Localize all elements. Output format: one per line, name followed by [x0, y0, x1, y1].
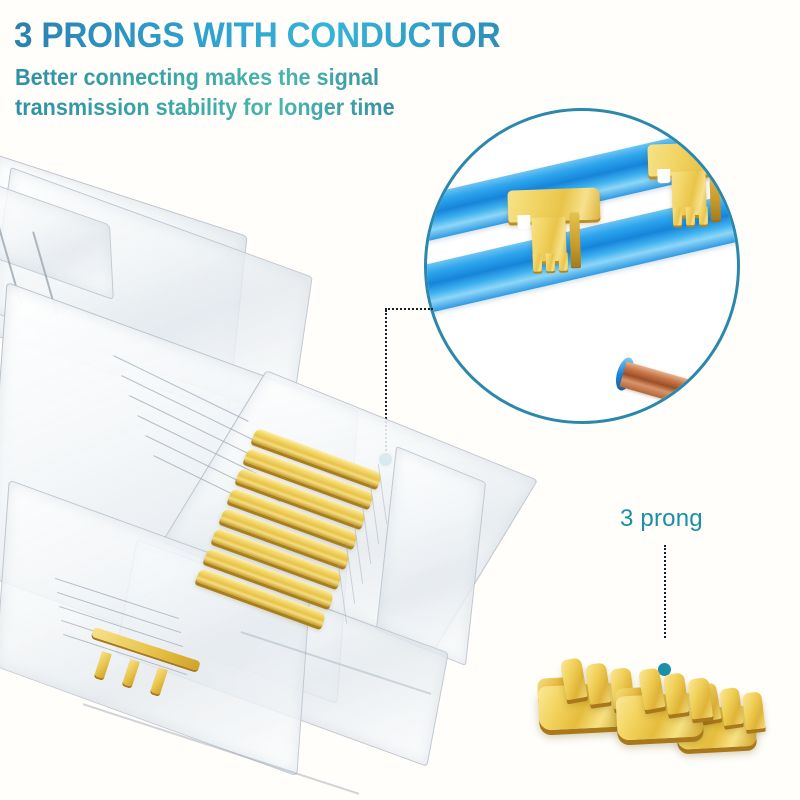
magnifier-circle — [424, 108, 740, 424]
three-prong-callout-line — [664, 545, 666, 638]
prong-tooth-2 — [545, 253, 556, 272]
subtitle-line-1: Better connecting makes the signal — [15, 64, 380, 90]
rj45-connector — [0, 154, 539, 795]
prong-finger-2 — [584, 662, 612, 705]
gold-prong-magnified-right — [647, 141, 737, 240]
three-prong-callout-dot — [658, 663, 671, 676]
copper-conductor — [619, 361, 710, 411]
prong-tooth-2 — [685, 207, 696, 226]
page-title: 3 PRONGS WITH CONDUCTOR — [14, 16, 501, 55]
callout-line-horizontal — [385, 308, 433, 310]
prong-blade — [709, 166, 722, 221]
prong-tooth-3 — [698, 206, 709, 225]
subtitle-line-2: transmission stability for longer time — [15, 94, 395, 120]
gold-prong-piece-2 — [614, 665, 722, 744]
prong-finger-2 — [662, 672, 690, 715]
prong-finger-2 — [719, 686, 744, 727]
prong-notch — [517, 214, 531, 230]
callout-line-vertical — [385, 310, 387, 458]
prong-blade — [569, 212, 582, 267]
three-prong-label: 3 prong — [620, 505, 703, 532]
prong-finger-3 — [687, 677, 714, 720]
gold-prong-magnified-left — [507, 187, 602, 286]
prong-tooth-3 — [558, 252, 569, 271]
prong-notch — [657, 168, 671, 184]
prong-finger-3 — [741, 691, 766, 731]
three-prong-contacts-group — [530, 620, 780, 760]
prong-tooth-1 — [672, 207, 683, 226]
prong-tooth-1 — [532, 253, 543, 272]
subtitle: Better connecting makes the signal trans… — [15, 62, 395, 122]
